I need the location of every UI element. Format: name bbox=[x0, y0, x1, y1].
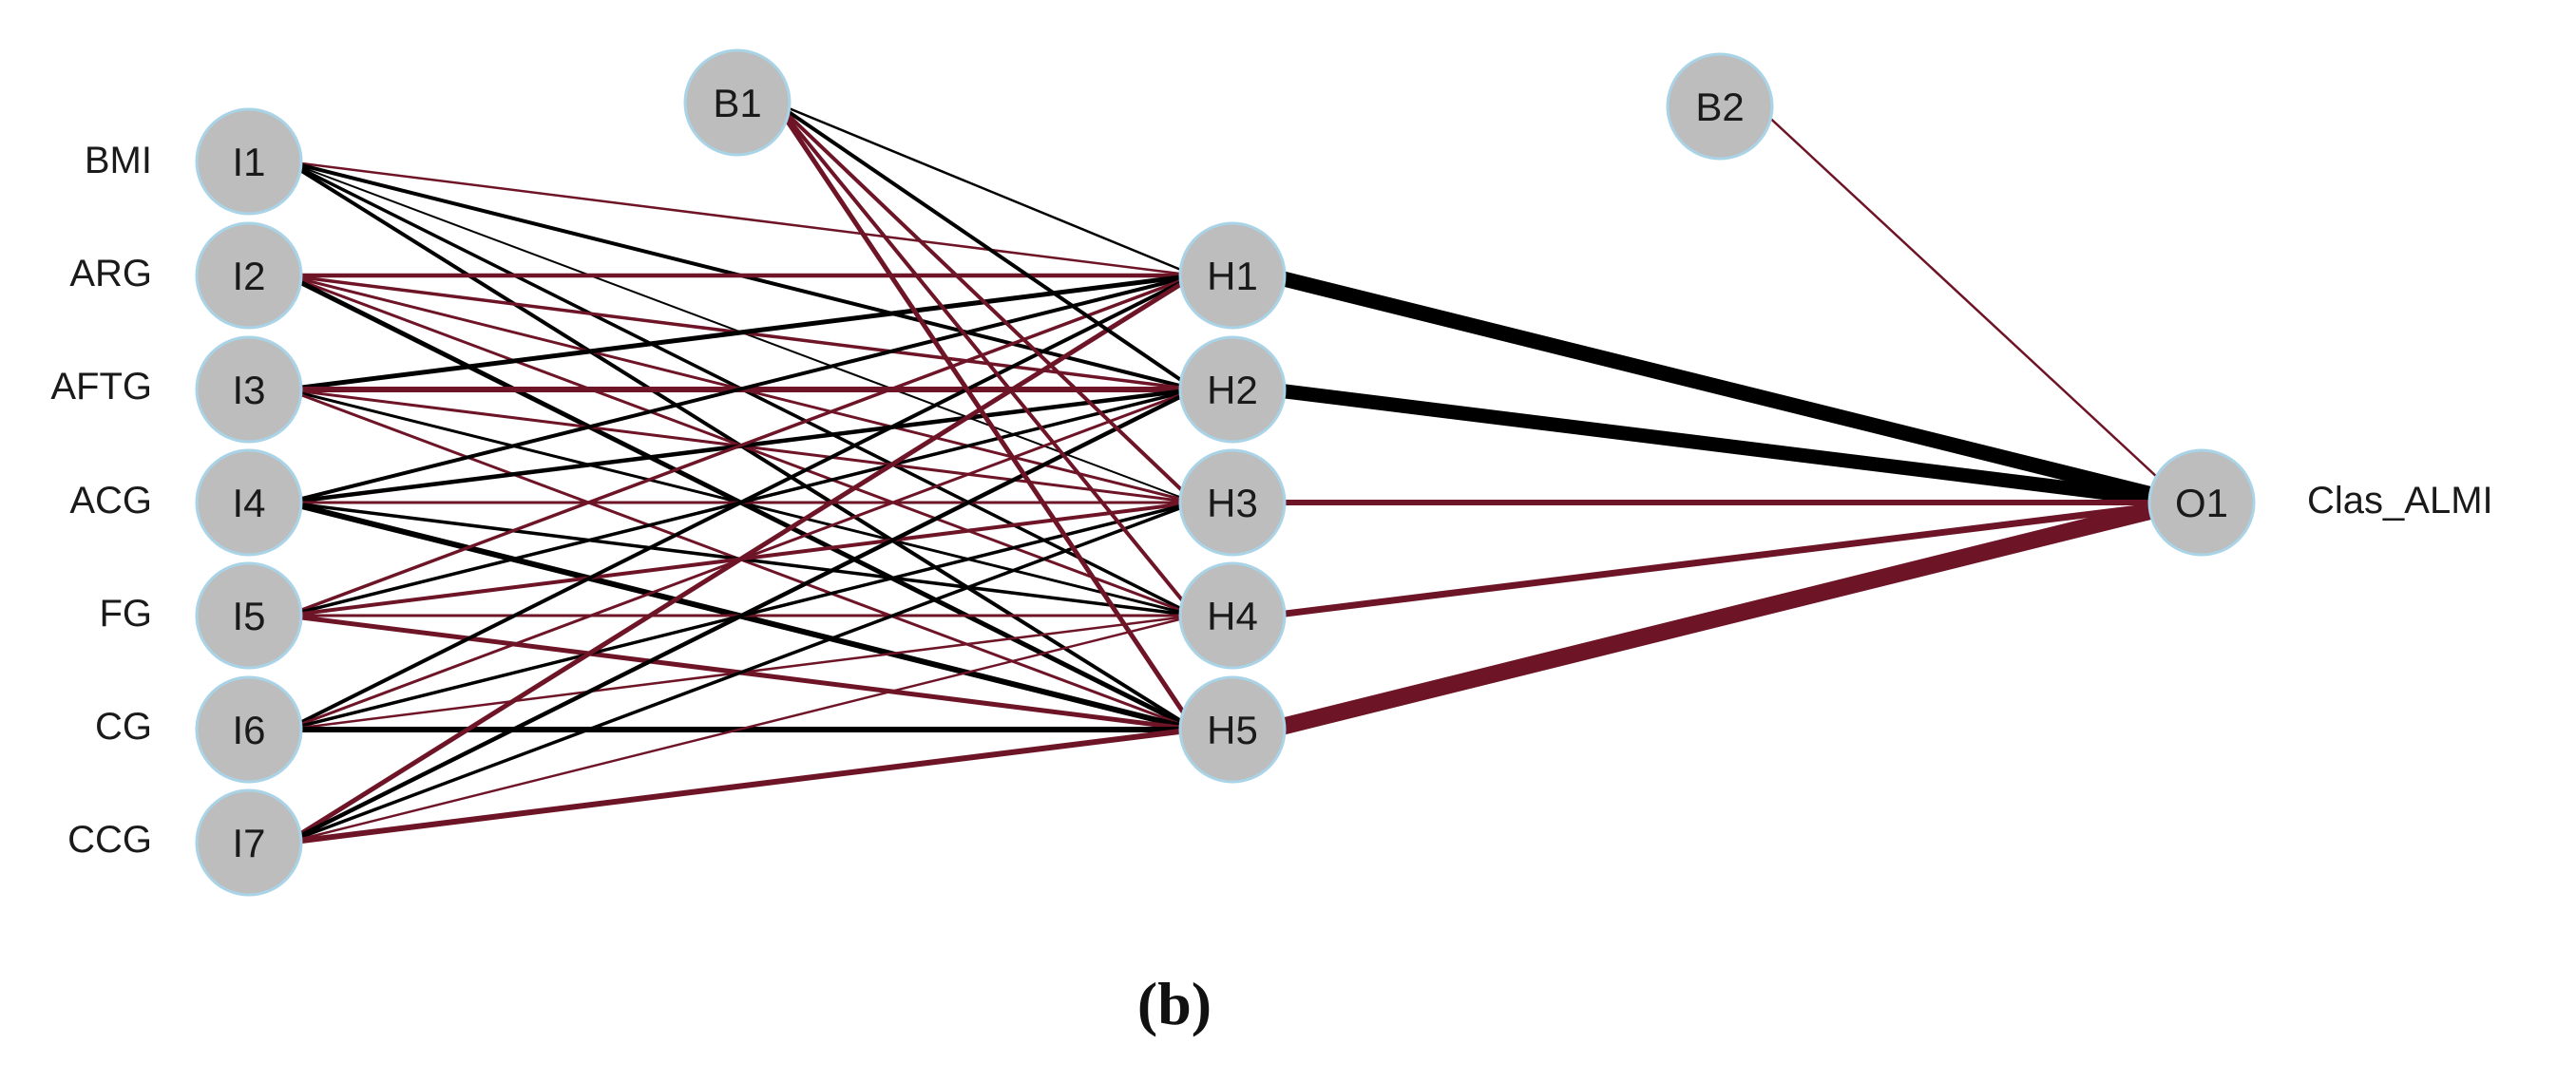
node-i5: I5 bbox=[195, 561, 303, 670]
node-i1: I1 bbox=[195, 107, 303, 216]
connection-i7-h4 bbox=[285, 614, 1196, 845]
node-circle bbox=[195, 221, 303, 330]
connection-b1-h5 bbox=[773, 100, 1197, 732]
connection-i6-h1 bbox=[284, 274, 1197, 731]
node-circle bbox=[195, 335, 303, 444]
node-circle bbox=[1178, 221, 1287, 330]
node-o1: O1 bbox=[2147, 448, 2256, 557]
node-label: H2 bbox=[1207, 368, 1258, 412]
connection-b2-o1 bbox=[1756, 104, 2186, 504]
node-i3: I3 bbox=[195, 335, 303, 444]
node-circle bbox=[195, 448, 303, 557]
node-label: B1 bbox=[713, 81, 761, 125]
node-label: B2 bbox=[1695, 85, 1744, 129]
connection-b1-h3 bbox=[773, 101, 1197, 504]
output-label: Clas_ALMI bbox=[2307, 480, 2493, 522]
connection-i7-h2 bbox=[284, 387, 1197, 845]
side-labels-layer: BMI ARG AFTG ACG FG CG CCG Clas_ALMI bbox=[50, 140, 2492, 861]
node-circle bbox=[1666, 52, 1774, 161]
node-circle bbox=[1178, 448, 1287, 557]
node-h2: H2 bbox=[1178, 335, 1287, 444]
connection-i5-h1 bbox=[284, 274, 1197, 617]
connection-b1-h2 bbox=[773, 101, 1197, 391]
node-label: I5 bbox=[232, 594, 265, 638]
connection-h2-o1 bbox=[1263, 382, 2192, 510]
connection-i7-h3 bbox=[284, 501, 1197, 845]
node-label: H3 bbox=[1207, 481, 1258, 525]
node-circle bbox=[195, 675, 303, 784]
input-label-aftg: AFTG bbox=[50, 366, 152, 408]
node-h4: H4 bbox=[1178, 561, 1287, 670]
node-label: O1 bbox=[2175, 481, 2228, 525]
connection-i4-h1 bbox=[284, 274, 1197, 504]
node-label: H4 bbox=[1207, 594, 1258, 638]
node-label: H1 bbox=[1207, 254, 1258, 298]
node-circle bbox=[195, 788, 303, 897]
input-label-acg: ACG bbox=[69, 480, 152, 522]
connection-i3-h1 bbox=[284, 273, 1197, 392]
node-circle bbox=[683, 48, 792, 157]
connection-i7-h1 bbox=[284, 273, 1197, 845]
node-h5: H5 bbox=[1178, 675, 1287, 784]
node-i7: I7 bbox=[195, 788, 303, 897]
node-label: I1 bbox=[232, 140, 265, 184]
node-h1: H1 bbox=[1178, 221, 1287, 330]
node-label: I3 bbox=[232, 368, 265, 412]
node-label: H5 bbox=[1207, 708, 1258, 752]
node-label: I6 bbox=[232, 708, 265, 752]
input-label-cg: CG bbox=[95, 706, 152, 748]
node-circle bbox=[1178, 561, 1287, 670]
connection-h1-o1 bbox=[1262, 268, 2192, 510]
node-circle bbox=[2147, 448, 2256, 557]
node-i6: I6 bbox=[195, 675, 303, 784]
input-label-bmi: BMI bbox=[85, 140, 152, 181]
input-label-ccg: CCG bbox=[67, 819, 152, 861]
node-label: I4 bbox=[232, 481, 265, 525]
node-circle bbox=[195, 107, 303, 216]
node-label: I7 bbox=[232, 821, 265, 865]
node-i2: I2 bbox=[195, 221, 303, 330]
node-i4: I4 bbox=[195, 448, 303, 557]
node-b1: B1 bbox=[683, 48, 792, 157]
node-circle bbox=[1178, 335, 1287, 444]
connections-layer bbox=[283, 100, 2193, 845]
figure-caption: (b) bbox=[1137, 970, 1212, 1037]
connection-b1-h1 bbox=[773, 101, 1196, 277]
node-label: I2 bbox=[232, 254, 265, 298]
connection-i7-h5 bbox=[283, 727, 1198, 845]
input-label-fg: FG bbox=[99, 593, 152, 635]
node-b2: B2 bbox=[1666, 52, 1774, 161]
node-circle bbox=[1178, 675, 1287, 784]
connection-b1-h4 bbox=[773, 101, 1197, 617]
input-label-arg: ARG bbox=[69, 253, 152, 294]
connection-h5-o1 bbox=[1261, 494, 2193, 738]
connection-i1-h1 bbox=[285, 160, 1196, 277]
node-h3: H3 bbox=[1178, 448, 1287, 557]
node-circle bbox=[195, 561, 303, 670]
connection-h4-o1 bbox=[1267, 499, 2188, 619]
